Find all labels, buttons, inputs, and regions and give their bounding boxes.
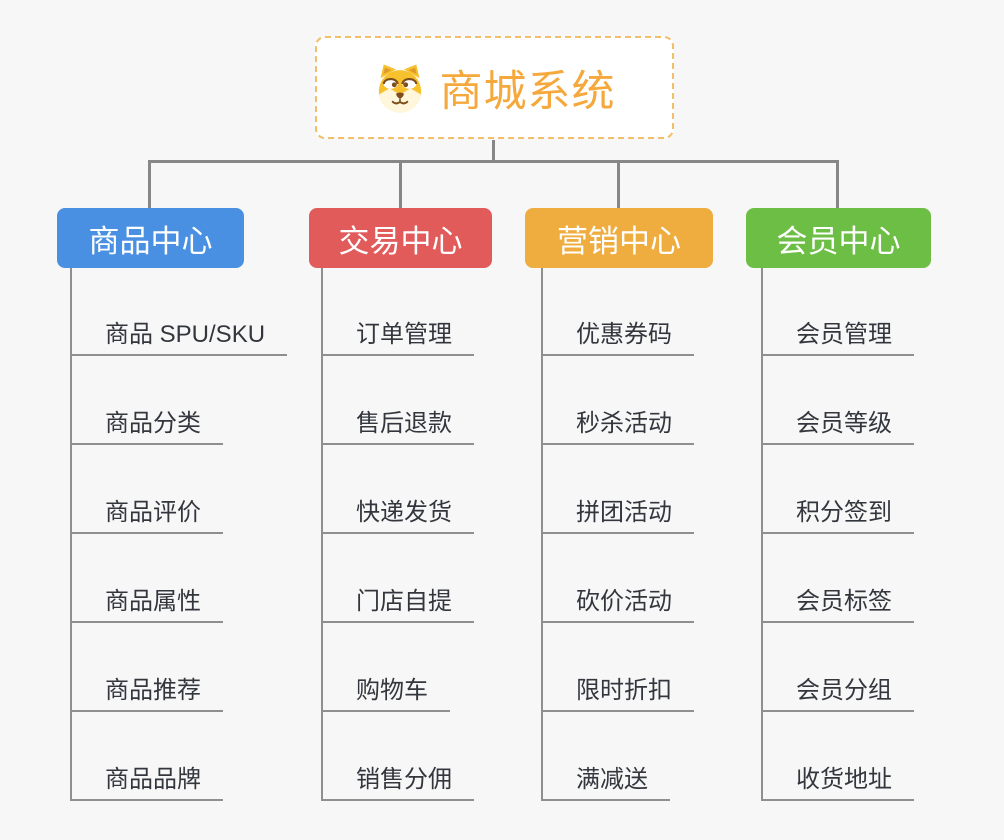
child-topic[interactable]: 门店自提	[323, 579, 474, 623]
child-topic[interactable]: 砍价活动	[543, 579, 694, 623]
branch-node-product-center[interactable]: 商品中心	[57, 208, 244, 268]
branch-label: 营销中心	[557, 223, 681, 259]
child-topic[interactable]: 积分签到	[763, 490, 914, 534]
connector-root-stub	[492, 140, 495, 163]
dog-face-icon	[374, 62, 426, 114]
connector-branch-stub	[617, 160, 620, 208]
child-topic[interactable]: 会员标签	[763, 579, 914, 623]
child-topic[interactable]: 订单管理	[323, 312, 474, 356]
branch-node-marketing-center[interactable]: 营销中心	[525, 208, 713, 268]
branch-label: 商品中心	[88, 223, 213, 259]
connector-branch-stub	[148, 160, 151, 208]
child-topic[interactable]: 限时折扣	[543, 668, 694, 712]
branch-label: 交易中心	[338, 223, 463, 259]
branch-node-member-center[interactable]: 会员中心	[746, 208, 931, 268]
child-topic[interactable]: 满减送	[543, 757, 670, 801]
child-topic[interactable]: 收货地址	[763, 757, 914, 801]
child-topic[interactable]: 商品 SPU/SKU	[72, 312, 288, 356]
branch-children-marketing-center: 优惠券码 秒杀活动 拼团活动 砍价活动 限时折扣 满减送	[541, 268, 694, 801]
child-topic[interactable]: 秒杀活动	[543, 401, 694, 445]
connector-horizontal-line	[148, 160, 839, 163]
branch-children-trade-center: 订单管理 售后退款 快递发货 门店自提 购物车 销售分佣	[321, 268, 474, 801]
child-topic[interactable]: 售后退款	[323, 401, 474, 445]
connector-branch-stub	[836, 160, 839, 208]
branch-children-member-center: 会员管理 会员等级 积分签到 会员标签 会员分组 收货地址	[761, 268, 914, 801]
root-title: 商城系统	[439, 67, 616, 116]
child-topic[interactable]: 会员管理	[763, 312, 914, 356]
child-topic[interactable]: 购物车	[323, 668, 450, 712]
root-node[interactable]: 商城系统	[315, 36, 674, 139]
child-topic[interactable]: 会员分组	[763, 668, 914, 712]
branch-label: 会员中心	[776, 223, 901, 259]
child-topic[interactable]: 商品品牌	[72, 757, 223, 801]
child-topic[interactable]: 商品推荐	[72, 668, 223, 712]
child-topic[interactable]: 商品属性	[72, 579, 223, 623]
branch-node-trade-center[interactable]: 交易中心	[309, 208, 492, 268]
child-topic[interactable]: 商品评价	[72, 490, 223, 534]
child-topic[interactable]: 商品分类	[72, 401, 223, 445]
child-topic[interactable]: 销售分佣	[323, 757, 474, 801]
child-topic[interactable]: 优惠券码	[543, 312, 694, 356]
connector-branch-stub	[399, 160, 402, 208]
child-topic[interactable]: 拼团活动	[543, 490, 694, 534]
child-topic[interactable]: 会员等级	[763, 401, 914, 445]
branch-children-product-center: 商品 SPU/SKU 商品分类 商品评价 商品属性 商品推荐 商品品牌	[70, 268, 288, 801]
child-topic[interactable]: 快递发货	[323, 490, 474, 534]
